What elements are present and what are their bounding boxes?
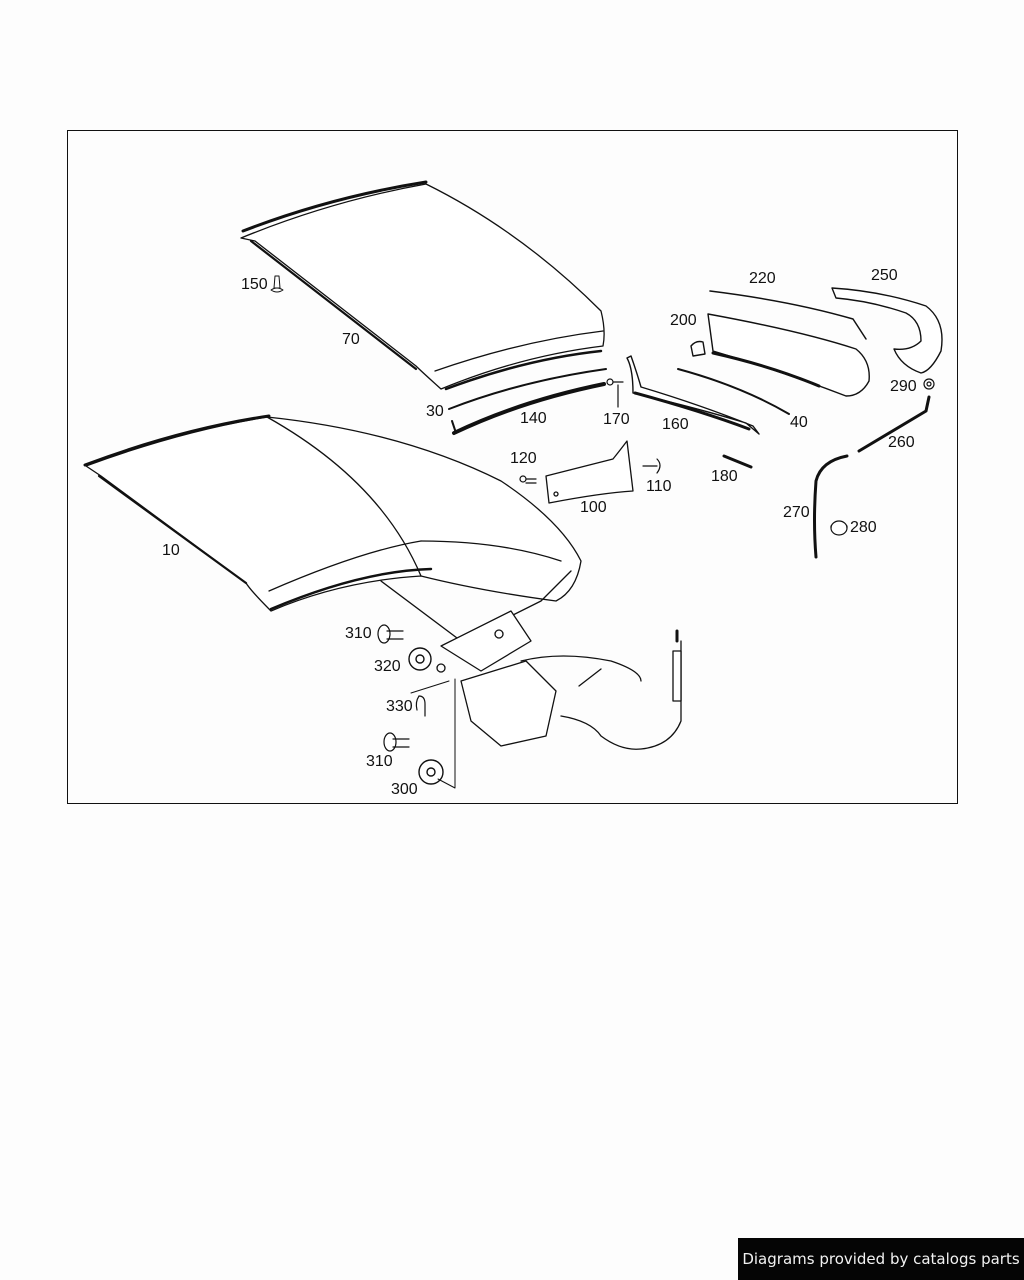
- part-280-cap: [830, 520, 848, 536]
- callout-160: 160: [662, 416, 689, 433]
- part-310-bolt-upper: [377, 624, 404, 644]
- callout-170: 170: [603, 411, 630, 428]
- part-330-clip: [415, 695, 426, 717]
- callout-180: 180: [711, 468, 738, 485]
- footer-text: Diagrams provided by catalogs parts: [742, 1250, 1020, 1268]
- part-160-frame: [626, 355, 760, 435]
- callout-110: 110: [646, 478, 672, 495]
- callout-310-lower: 310: [366, 753, 393, 770]
- callout-70: 70: [342, 331, 360, 348]
- callout-220: 220: [749, 270, 776, 287]
- part-150-screw: [270, 275, 284, 293]
- diagram-frame: [67, 130, 958, 804]
- part-290-nut: [923, 378, 935, 390]
- part-100-hinge-bracket: [545, 440, 634, 504]
- part-250-bracket: [831, 287, 943, 374]
- part-40-strip: [677, 368, 790, 415]
- callout-280: 280: [850, 519, 877, 536]
- leader-lines: [410, 678, 456, 789]
- part-70-roof-panel: [240, 180, 605, 391]
- callout-150: 150: [241, 276, 268, 293]
- part-200-frame: [690, 313, 870, 397]
- part-140-seal: [451, 382, 606, 435]
- roof-parts-illustration: [83, 180, 943, 789]
- part-110-clip: [642, 458, 661, 474]
- part-180-pin: [722, 454, 753, 469]
- part-310-bolt-lower: [383, 732, 410, 752]
- callout-320: 320: [374, 658, 401, 675]
- callout-10: 10: [162, 542, 180, 559]
- callout-40: 40: [790, 414, 808, 431]
- callout-100: 100: [580, 499, 607, 516]
- callout-120: 120: [510, 450, 537, 467]
- callout-330: 330: [386, 698, 413, 715]
- part-270-hose: [813, 454, 849, 559]
- footer-attribution: Diagrams provided by catalogs parts: [738, 1238, 1024, 1280]
- part-300-washer: [418, 759, 444, 785]
- callout-270: 270: [783, 504, 810, 521]
- callout-250: 250: [871, 267, 898, 284]
- part-120-bolt: [519, 475, 537, 484]
- callout-310-upper: 310: [345, 625, 372, 642]
- callout-300: 300: [391, 781, 418, 798]
- part-320-washer: [408, 647, 432, 671]
- part-260-hose: [857, 395, 931, 453]
- callout-200: 200: [670, 312, 697, 329]
- part-10-roof-panel: [83, 414, 582, 612]
- callout-290: 290: [890, 378, 917, 395]
- callout-30: 30: [426, 403, 444, 420]
- part-170-bolt: [606, 378, 624, 408]
- callout-140: 140: [520, 410, 547, 427]
- part-220-strip: [709, 290, 867, 340]
- mechanism-assembly: [380, 570, 682, 750]
- callout-260: 260: [888, 434, 915, 451]
- part-30-strip: [448, 368, 607, 410]
